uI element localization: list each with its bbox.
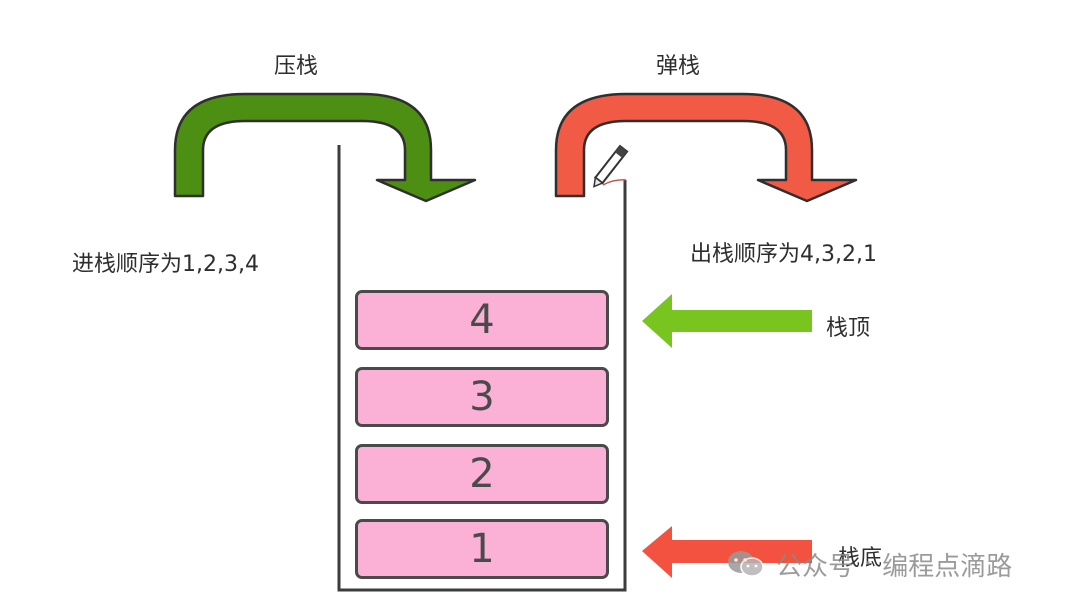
pop-arrow <box>554 92 858 203</box>
stack-container <box>337 145 627 592</box>
pop-label: 弹栈 <box>656 54 701 79</box>
push-arrow <box>173 92 477 203</box>
watermark: 公众号 · 编程点滴路 <box>726 546 1012 582</box>
stack-top-label: 栈顶 <box>826 316 871 341</box>
pop-order-label: 出栈顺序为4,3,2,1 <box>690 242 877 267</box>
stack-item: 4 <box>355 290 609 350</box>
pencil-cursor-icon <box>593 144 629 188</box>
pen-mark <box>602 179 627 186</box>
stack-item: 3 <box>355 367 609 427</box>
stack-bottom-label: 栈底 <box>838 546 883 571</box>
watermark-separator: · <box>864 549 873 579</box>
push-order-label: 进栈顺序为1,2,3,4 <box>72 252 259 277</box>
top-pointer-arrow <box>642 294 812 348</box>
stack-item: 2 <box>355 444 609 504</box>
watermark-prefix: 公众号 <box>776 551 855 582</box>
bottom-pointer-arrow <box>642 526 812 578</box>
watermark-name: 编程点滴路 <box>882 551 1013 582</box>
stack-item: 1 <box>355 519 609 579</box>
wechat-icon <box>728 551 764 577</box>
push-label: 压栈 <box>274 54 319 79</box>
